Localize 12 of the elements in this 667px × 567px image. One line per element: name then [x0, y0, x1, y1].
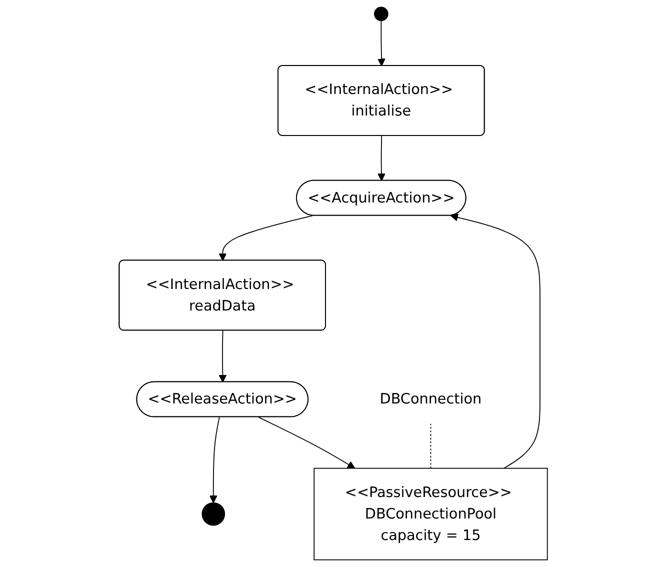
- arrow: [218, 330, 227, 383]
- arrow: [450, 214, 541, 469]
- arrow: [378, 20, 386, 66]
- node-circle: [202, 502, 226, 526]
- node-text: DBConnection: [380, 390, 482, 408]
- arrow: [378, 135, 386, 182]
- arrow: [218, 215, 314, 261]
- connector: [430, 423, 432, 469]
- node-circle: [374, 6, 389, 22]
- arrow: [258, 416, 356, 469]
- node-box: <<PassiveResource>> DBConnectionPool capacity = 15: [314, 468, 548, 560]
- arrow: [210, 416, 220, 504]
